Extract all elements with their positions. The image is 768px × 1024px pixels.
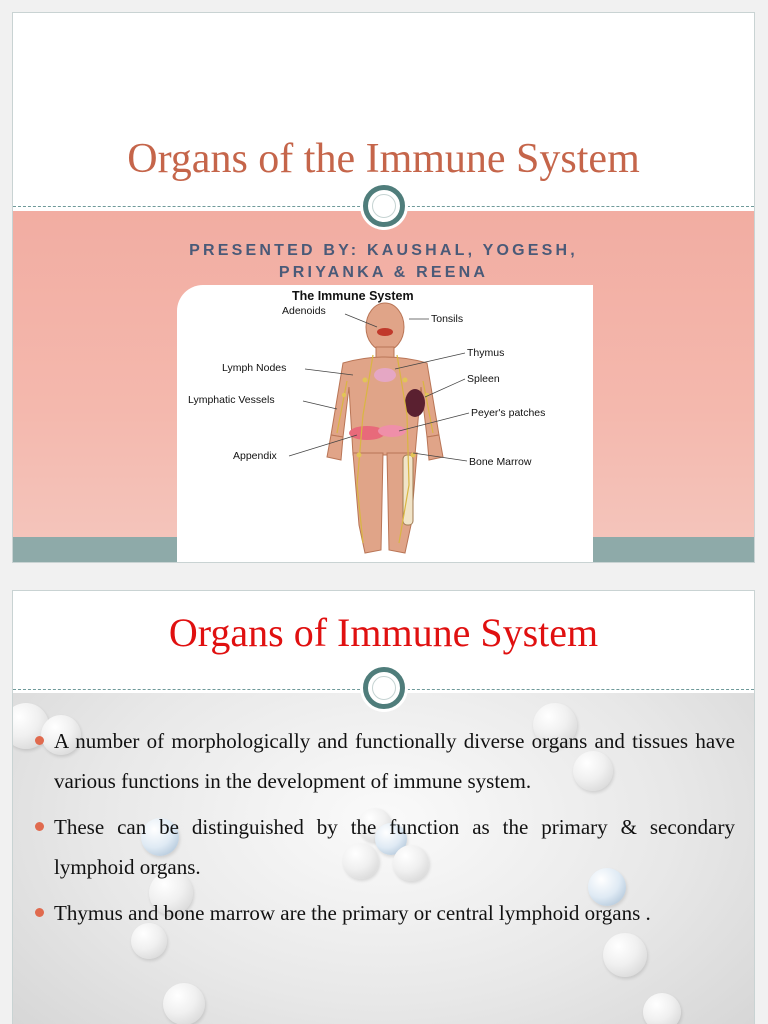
bead-decoration xyxy=(131,923,167,959)
slide-1[interactable]: Organs of the Immune System PRESENTED BY… xyxy=(12,12,755,563)
bead-decoration xyxy=(533,703,577,747)
presenter-line-1: PRESENTED BY: KAUSHAL, YOGESH, xyxy=(189,242,578,259)
bullet-text: A number of morphologically and function… xyxy=(54,729,735,793)
list-item: A number of morphologically and function… xyxy=(35,721,735,801)
slide-1-title: Organs of the Immune System xyxy=(127,136,640,182)
label-lymph-nodes: Lymph Nodes xyxy=(222,362,286,374)
bullet-text: Thymus and bone marrow are the primary o… xyxy=(54,901,651,925)
diagram-title: The Immune System xyxy=(292,289,414,303)
slide-2[interactable]: Organs of Immune System A number of morp… xyxy=(12,590,755,1024)
immune-system-diagram: The Immune System xyxy=(177,285,593,562)
bead-decoration xyxy=(393,845,429,881)
presenter-credit: PRESENTED BY: KAUSHAL, YOGESH, PRIYANKA … xyxy=(13,240,754,284)
bead-decoration xyxy=(343,843,379,879)
presenter-line-2: PRIYANKA & REENA xyxy=(278,264,489,281)
bead-decoration xyxy=(603,933,647,977)
bead-decoration xyxy=(643,993,681,1024)
bullet-list: A number of morphologically and function… xyxy=(35,721,735,939)
bead-decoration xyxy=(141,818,179,856)
bullet-dot-icon xyxy=(35,822,44,831)
bead-decoration xyxy=(573,751,613,791)
bead-decoration xyxy=(149,871,193,915)
body-figure-illustration: The Immune System xyxy=(188,289,545,554)
label-lymphatic-vessels: Lymphatic Vessels xyxy=(188,394,275,406)
list-item: Thymus and bone marrow are the primary o… xyxy=(35,893,735,933)
divider-ring-icon xyxy=(363,667,405,709)
molecule-background xyxy=(13,693,754,1024)
bead-decoration xyxy=(41,715,81,755)
slide-2-title: Organs of Immune System xyxy=(168,610,599,655)
bullet-dot-icon xyxy=(35,736,44,745)
label-peyers-patches: Peyer's patches xyxy=(471,407,545,419)
label-bone-marrow: Bone Marrow xyxy=(469,456,532,468)
bullet-text: These can be distinguished by the functi… xyxy=(54,815,735,879)
label-thymus: Thymus xyxy=(467,347,504,359)
bead-decoration xyxy=(588,868,626,906)
bullet-dot-icon xyxy=(35,908,44,917)
bead-decoration xyxy=(163,983,205,1024)
label-adenoids: Adenoids xyxy=(282,305,326,317)
label-appendix: Appendix xyxy=(233,450,278,462)
list-item: These can be distinguished by the functi… xyxy=(35,807,735,887)
divider-ring-icon xyxy=(363,185,405,227)
label-tonsils: Tonsils xyxy=(431,313,463,325)
label-spleen: Spleen xyxy=(467,373,500,385)
